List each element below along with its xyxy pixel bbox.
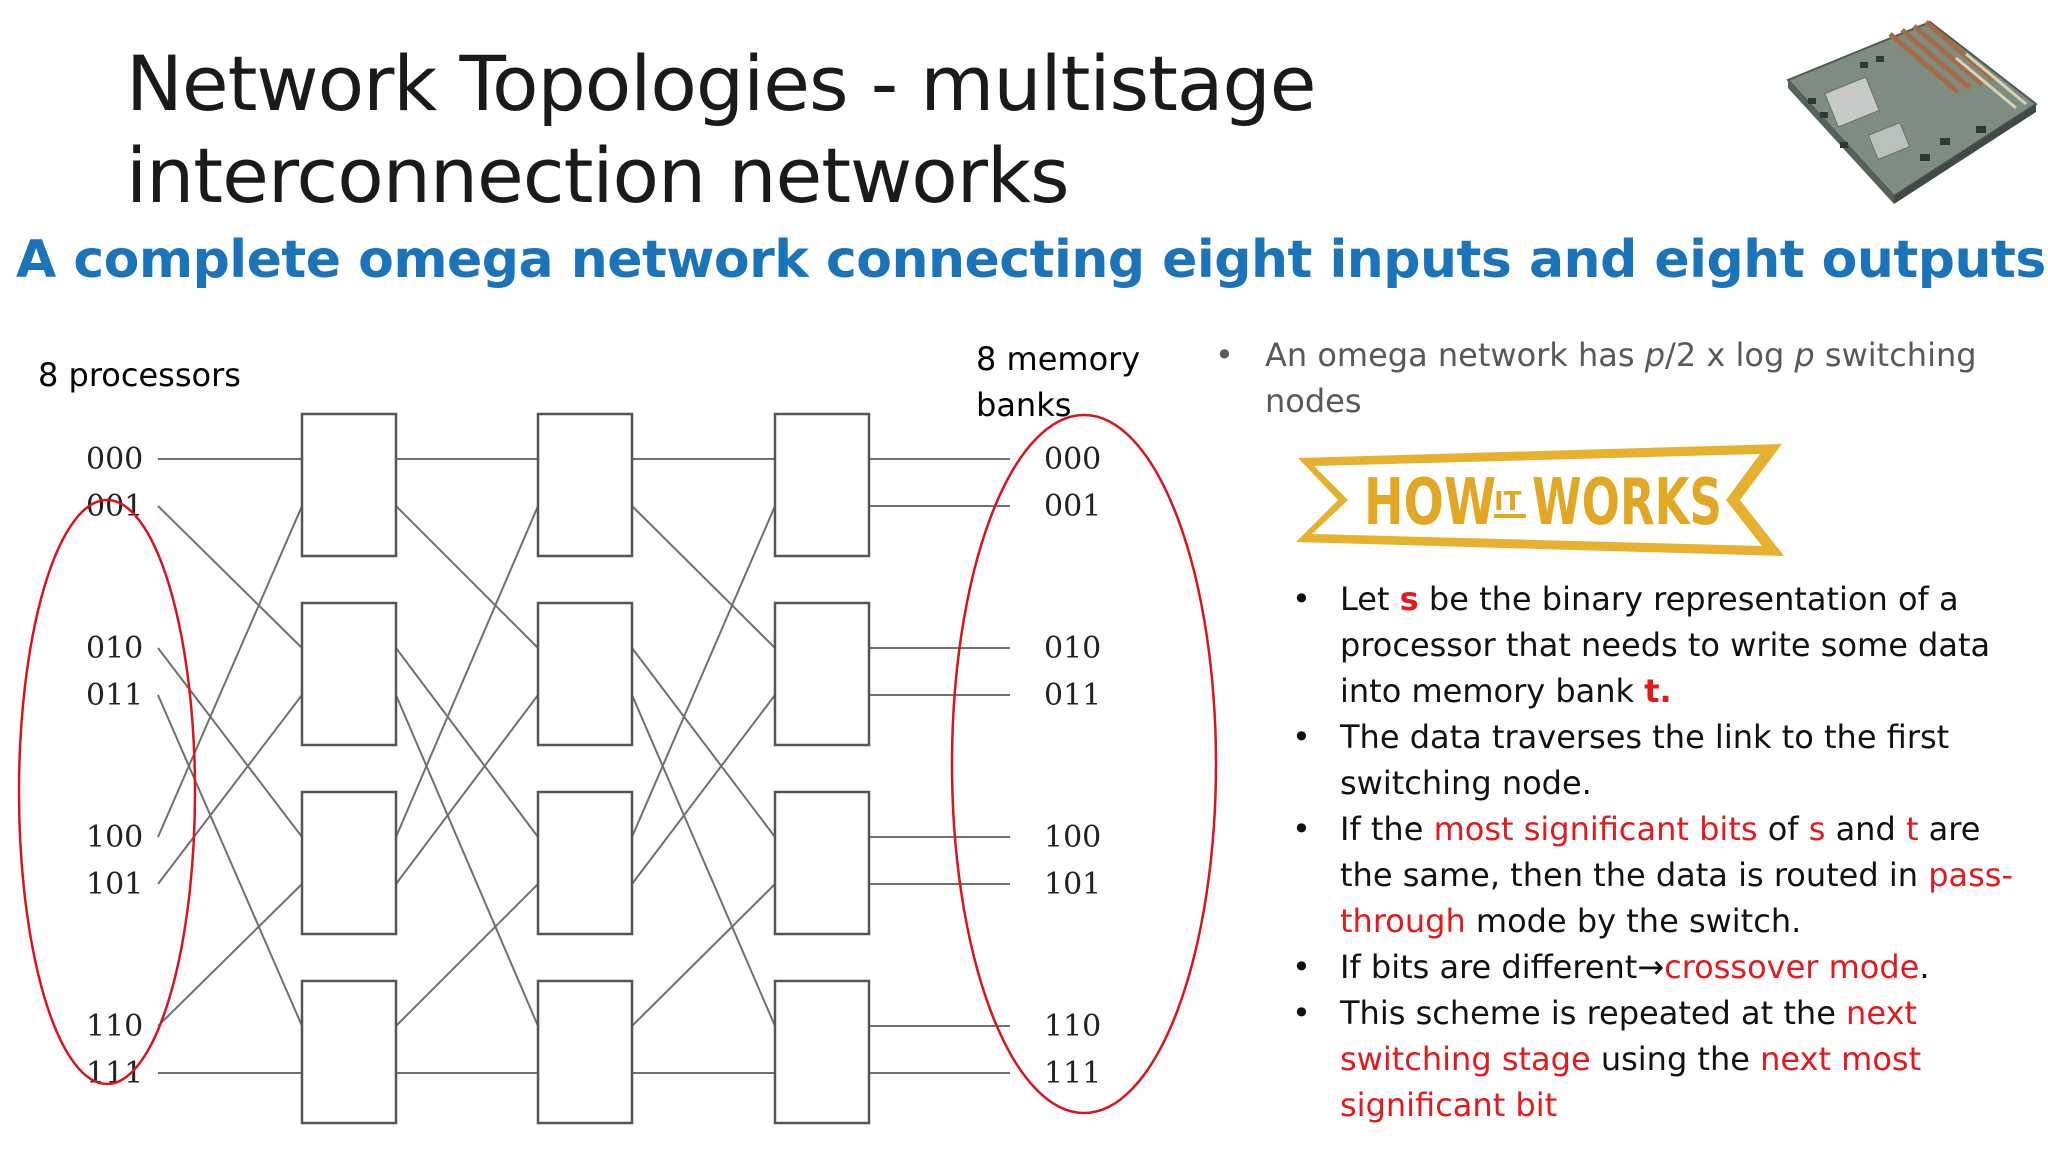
step-item-5: • This scheme is repeated at the next sw… [1280,990,2030,1128]
step-item-2: • The data traverses the link to the fir… [1280,714,2030,806]
switch-node [773,601,871,747]
switch-node [300,979,398,1125]
motherboard-icon [1786,20,2038,204]
banner-works-text: WORKS [1532,466,1722,540]
input-port-label: 001 [86,489,143,524]
stage-link [631,694,776,1027]
how-it-works-banner: HOW IT WORKS [1296,444,1784,556]
output-port-label: 111 [1044,1056,1101,1091]
switch-grid [300,412,871,1125]
slide-title: Network Topologies - multistage intercon… [126,39,1317,220]
stage-link [395,505,539,838]
bullet-icon: • [1292,994,1311,1032]
memory-banks-label-line2: banks [976,386,1071,424]
omega-switch-count-note: • An omega network has p/2 x log p switc… [1210,332,2030,424]
memory-banks-label-line1: 8 memory [976,340,1140,378]
output-port-label: 001 [1044,489,1101,524]
explanation-panel: • An omega network has p/2 x log p switc… [1210,332,2030,1128]
stage-link [395,694,539,885]
input-port-label: 100 [86,820,143,855]
output-port-label: 100 [1044,820,1101,855]
input-port-label: 101 [86,867,143,902]
input-link [157,883,303,1027]
step-item-1: • Let s be the binary representation of … [1280,576,2030,714]
output-port-label: 011 [1044,678,1101,713]
bullet-icon: • [1292,718,1311,756]
input-link [157,505,303,649]
input-labels: 000 001 010 011 100 101 110 111 [86,442,143,1091]
input-port-label: 111 [86,1056,143,1091]
routing-steps-list: • Let s be the binary representation of … [1210,576,2030,1128]
output-port-label: 000 [1044,442,1101,477]
switch-node [536,790,634,936]
output-port-label: 101 [1044,867,1101,902]
banner-it-text: IT [1494,487,1522,517]
switch-node [300,790,398,936]
input-link [157,505,303,838]
switch-node [300,601,398,747]
switch-node [536,979,634,1125]
memory-banks-highlight-ellipse [950,413,1218,1115]
input-link [157,694,303,885]
input-port-label: 010 [86,631,143,666]
input-port-label: 110 [86,1009,143,1044]
stage-link [631,647,776,838]
stage-link [395,505,539,649]
network-links [157,458,1010,1074]
bullet-icon: • [1292,948,1311,986]
stage-link [395,647,539,838]
input-port-label: 000 [86,442,143,477]
switch-node [536,412,634,558]
stage-link [395,883,539,1027]
switch-node [300,412,398,558]
bullet-icon: • [1215,336,1234,374]
stage-link [631,694,776,885]
step-item-3: • If the most significant bits of s and … [1280,806,2030,944]
omega-network-diagram: 000 001 010 011 100 101 110 111 000 001 010 011 100… [17,340,1218,1125]
stage-link [631,505,776,649]
output-labels: 000 001 010 011 100 101 110 111 [1044,442,1101,1091]
switch-node [773,790,871,936]
step-item-4: • If bits are different→crossover mode. [1280,944,2030,990]
input-link [157,694,303,1027]
stage-link [631,883,776,1027]
input-link [157,647,303,838]
bullet-icon: • [1292,810,1311,848]
processors-label: 8 processors [38,356,241,394]
switch-node [773,979,871,1125]
stage-link [631,505,776,838]
banner-how-text: HOW [1364,466,1496,540]
output-port-label: 110 [1044,1009,1101,1044]
processors-highlight-ellipse [17,498,197,1086]
switch-node [536,601,634,747]
switch-node [773,412,871,558]
arrow-right-icon: → [1637,948,1665,986]
slide-subtitle: A complete omega network connecting eigh… [16,230,2046,290]
input-port-label: 011 [86,678,143,713]
bullet-icon: • [1292,580,1311,618]
output-port-label: 010 [1044,631,1101,666]
stage-link [395,694,539,1027]
